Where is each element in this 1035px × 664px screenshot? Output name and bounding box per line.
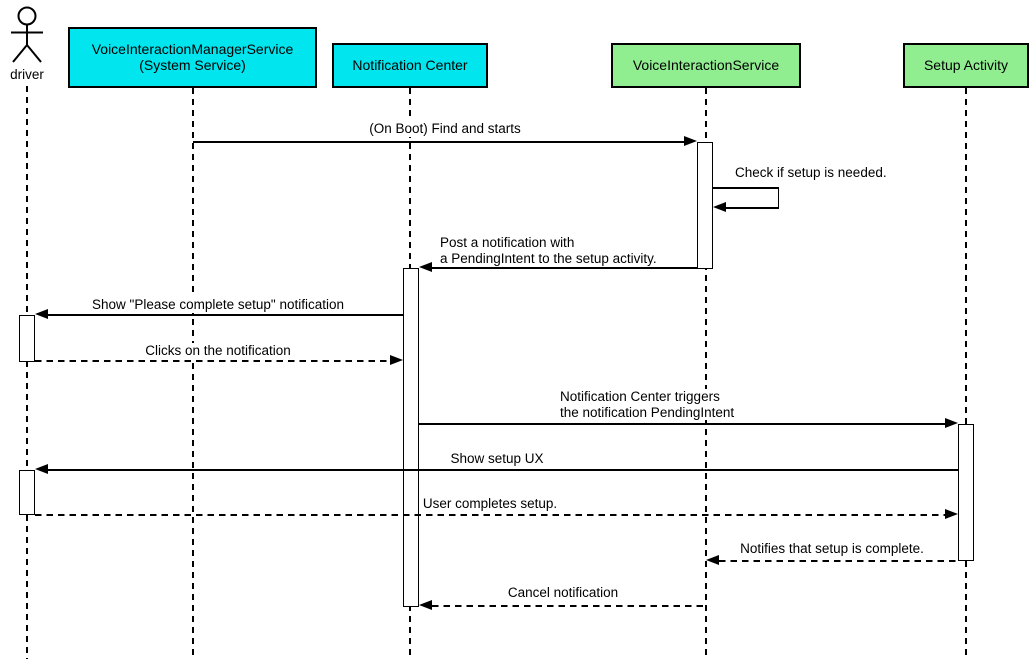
activation-driver-2 [19, 470, 35, 515]
message-2-line-out [713, 187, 779, 189]
message-5-line [35, 360, 390, 362]
message-8-arrowhead [945, 509, 958, 519]
message-2-arrowhead [713, 202, 726, 212]
message-7-line [48, 469, 958, 471]
participant-label: VoiceInteractionService [632, 56, 780, 73]
message-10-arrowhead [419, 600, 432, 610]
participant-box-notification-center: Notification Center [332, 43, 488, 88]
participant-label-line1: VoiceInteractionManagerService [91, 41, 294, 57]
lifeline-voice-interaction-manager-service [192, 88, 194, 659]
message-6-label-line2: the notification PendingIntent [560, 404, 735, 420]
participant-label-line2: (System Service) [139, 56, 246, 73]
message-2-line-down [777, 187, 780, 208]
message-9-line [719, 560, 958, 562]
message-8-line [35, 514, 945, 516]
message-1-label: (On Boot) Find and starts [367, 121, 523, 137]
message-6-line [419, 423, 945, 425]
message-5-arrowhead [390, 355, 403, 365]
actor-driver-label: driver [10, 67, 44, 82]
message-9-arrowhead [706, 555, 719, 565]
activation-setup-activity [958, 424, 974, 561]
message-3-label-line1: Post a notification with [440, 235, 575, 250]
message-5-label: Clicks on the notification [143, 343, 293, 359]
message-3-label: Post a notification with a PendingIntent… [438, 235, 659, 266]
message-3-label-line2: a PendingIntent to the setup activity. [440, 250, 657, 266]
message-3-line [432, 267, 697, 269]
message-2-line-return [726, 207, 779, 209]
message-6-label-line1: Notification Center triggers [560, 389, 720, 404]
message-6-label: Notification Center triggers the notific… [558, 389, 737, 420]
activation-voice-interaction-service [697, 142, 713, 269]
message-3-arrowhead [419, 262, 432, 272]
activation-notification-center [403, 268, 419, 607]
lifeline-driver [26, 86, 28, 659]
message-7-label: Show setup UX [448, 451, 546, 467]
lifeline-setup-activity [965, 88, 967, 659]
actor-driver-icon [11, 6, 43, 63]
message-7-arrowhead [35, 464, 48, 474]
participant-box-setup-activity: Setup Activity [903, 43, 1029, 88]
message-8-label: User completes setup. [420, 496, 560, 512]
participant-label: Notification Center [352, 56, 468, 73]
message-4-label: Show "Please complete setup" notificatio… [90, 297, 346, 313]
message-9-label: Notifies that setup is complete. [738, 541, 926, 557]
lifeline-voice-interaction-service [705, 88, 707, 659]
message-1-arrowhead [684, 136, 697, 146]
message-4-line [48, 314, 403, 316]
message-4-arrowhead [35, 309, 48, 319]
message-6-arrowhead [945, 418, 958, 428]
participant-box-voice-interaction-manager-service: VoiceInteractionManagerService (System S… [68, 27, 317, 88]
participant-box-voice-interaction-service: VoiceInteractionService [611, 43, 801, 88]
message-10-line [432, 605, 706, 607]
message-1-line [193, 141, 684, 143]
activation-driver-1 [19, 315, 35, 362]
participant-label: Setup Activity [923, 56, 1009, 73]
message-10-label: Cancel notification [505, 585, 621, 601]
message-2-label: Check if setup is needed. [733, 165, 889, 181]
